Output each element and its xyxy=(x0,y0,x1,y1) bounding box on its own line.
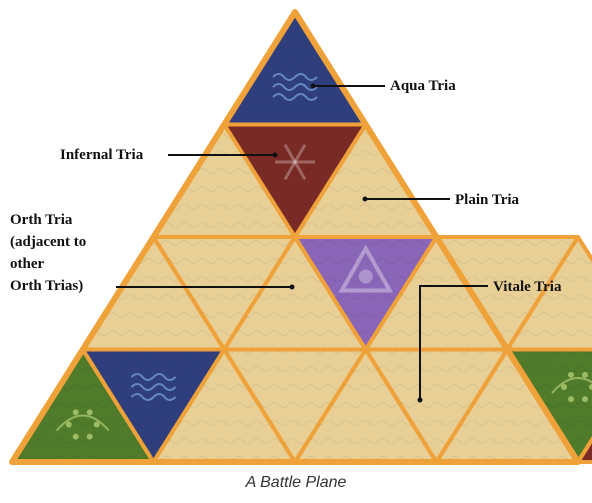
infernal-tria-label: Infernal Tria xyxy=(60,145,143,165)
tile-texture xyxy=(224,12,366,125)
plain-leader-line-dot xyxy=(363,197,368,202)
orth-tria-label-line-3: other xyxy=(10,254,44,274)
vitale-leader-line-dot xyxy=(418,398,423,403)
orth-leader-line-dot xyxy=(290,285,295,290)
caption: A Battle Plane xyxy=(0,474,592,492)
plain-tria-label: Plain Tria xyxy=(455,190,519,210)
orth-tria-label-line-1: Orth Tria xyxy=(10,210,72,230)
orth-tria-label-line-2: (adjacent to xyxy=(10,232,86,252)
orth-tria-label-line-4: Orth Trias) xyxy=(10,276,83,296)
aqua-tria-label: Aqua Tria xyxy=(390,76,456,96)
vitale-tria-label: Vitale Tria xyxy=(493,277,561,297)
aqua-leader-line-dot xyxy=(311,84,316,89)
infernal-leader-line-dot xyxy=(273,153,278,158)
